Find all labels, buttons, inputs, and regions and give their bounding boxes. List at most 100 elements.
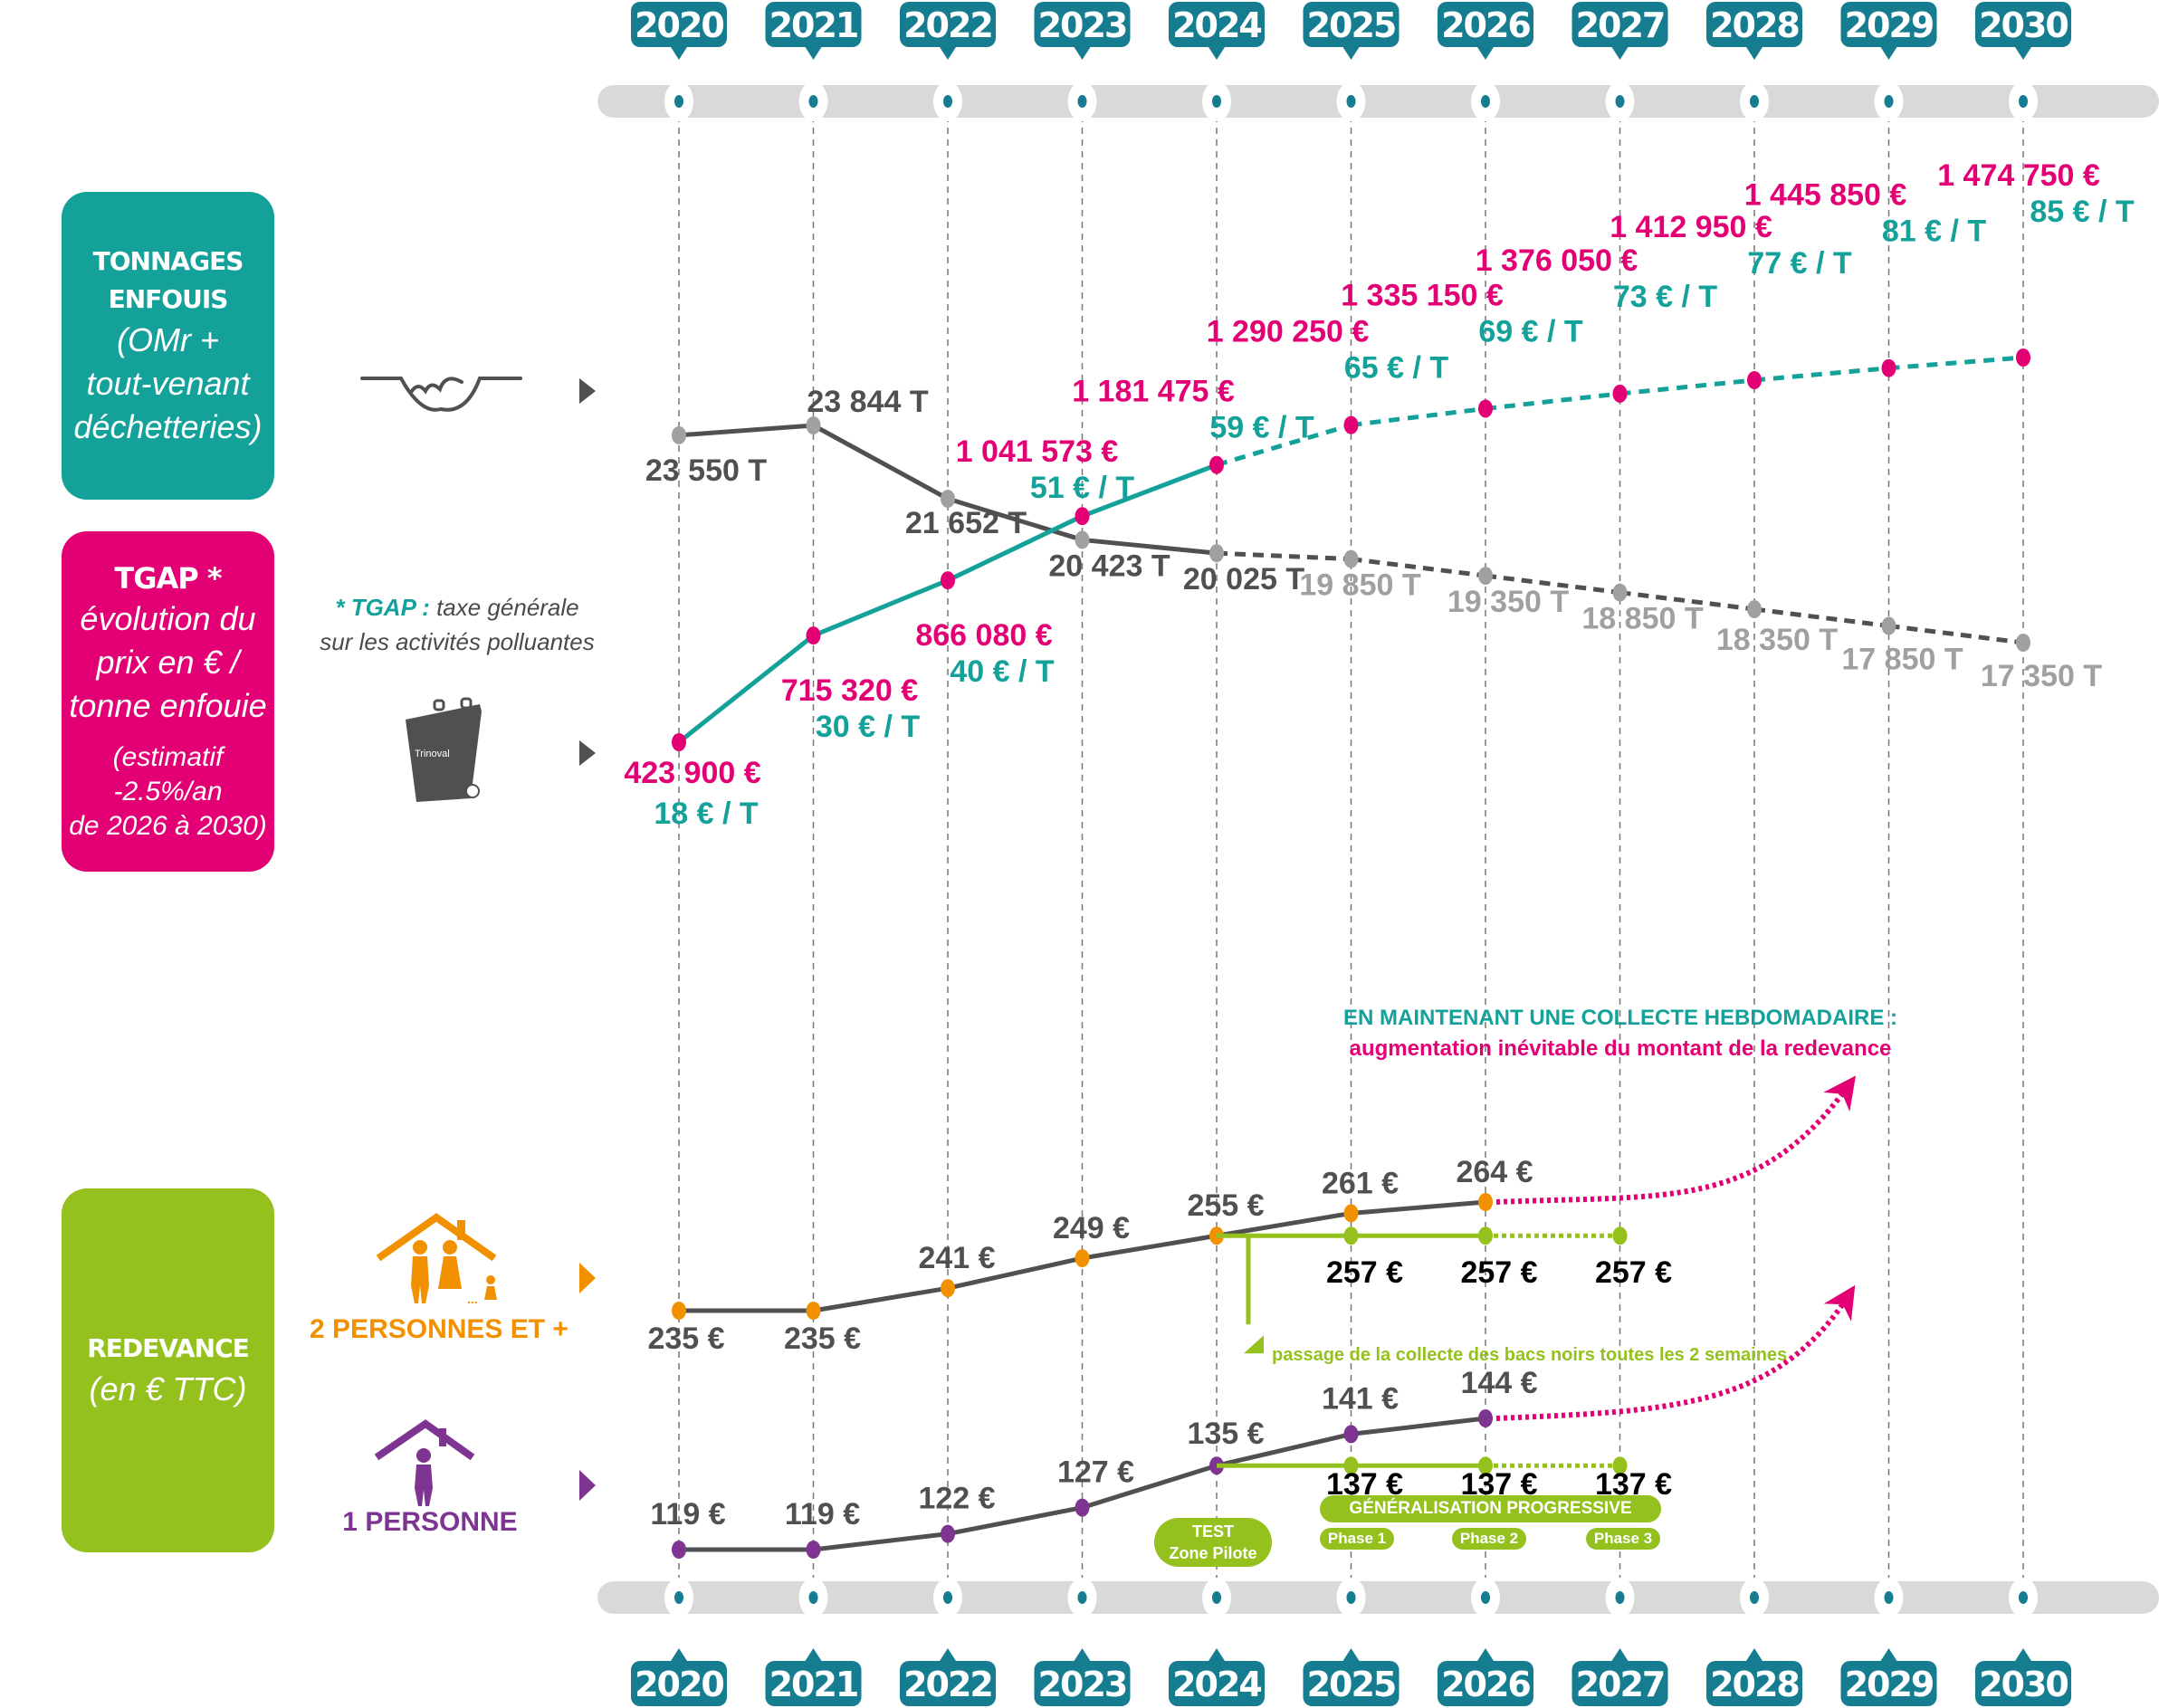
arrow-hh2-icon bbox=[579, 1263, 596, 1293]
redevance-hh1-label-2020: 119 € bbox=[650, 1497, 725, 1531]
year-tag-2021 bbox=[765, 2, 862, 47]
year-tag-pointer-2026 bbox=[1477, 47, 1494, 60]
tonnage-label-2025: 19 850 T bbox=[1299, 568, 1420, 603]
arrow-hh1-icon bbox=[579, 1470, 596, 1501]
generalisation-progressive-badge: GÉNÉRALISATION PROGRESSIVE bbox=[1320, 1495, 1661, 1522]
redevance-hh2-label-2022: 241 € bbox=[918, 1241, 995, 1275]
biweekly-branch-arrow-icon bbox=[1244, 1335, 1264, 1354]
redevance-hh2-biweekly-label-2026: 257 € bbox=[1460, 1255, 1537, 1290]
year-tag-2030 bbox=[1975, 1661, 2071, 1706]
tonnage-point-2023 bbox=[1075, 530, 1090, 549]
tgap-point-2024 bbox=[1209, 455, 1224, 474]
redevance-hh2-weekly-point-2020 bbox=[672, 1302, 686, 1320]
tgap-sub-2: prix en € / bbox=[96, 644, 240, 681]
test-label: TEST bbox=[1191, 1522, 1234, 1541]
redevance-hh2-biweekly-point-2026 bbox=[1478, 1226, 1493, 1245]
tgap-point-2022 bbox=[941, 571, 955, 590]
tgap-segment bbox=[1888, 355, 2024, 371]
tgap-rate-label-2023: 51 € / T bbox=[1030, 471, 1135, 505]
timeline-dot-2022 bbox=[943, 95, 952, 108]
tonnage-point-2028 bbox=[1747, 600, 1762, 619]
tgap-total-label-2022: 866 080 € bbox=[915, 618, 1052, 653]
tgap-segment bbox=[1216, 423, 1352, 468]
redevance-hh1-biweekly-point-2025 bbox=[1343, 1456, 1359, 1475]
tonnage-segment bbox=[812, 423, 950, 501]
tonnage-label-2028: 18 350 T bbox=[1716, 623, 1838, 657]
tgap-rate-label-2027: 73 € / T bbox=[1613, 280, 1718, 314]
tgap-note-2: -2.5%/an bbox=[113, 777, 223, 806]
year-tag-pointer-2027 bbox=[1611, 1648, 1629, 1661]
timeline-dot-2024 bbox=[1212, 95, 1221, 108]
landfill-icon bbox=[360, 377, 522, 412]
year-tag-2022 bbox=[900, 1661, 996, 1706]
year-tag-2022 bbox=[900, 2, 996, 47]
tonnage-segment bbox=[947, 496, 1084, 542]
year-tag-2028 bbox=[1706, 1661, 1802, 1706]
tonnage-label-2026: 19 350 T bbox=[1447, 585, 1569, 619]
year-tag-2023 bbox=[1034, 1661, 1131, 1706]
phase-1-badge: Phase 1 bbox=[1320, 1528, 1394, 1550]
family-house-icon: ... bbox=[376, 1213, 497, 1306]
year-label-2029: 2029 bbox=[1845, 1665, 1934, 1704]
year-tag-2020 bbox=[631, 1661, 727, 1706]
tgap-rate-label-2022: 40 € / T bbox=[950, 654, 1055, 689]
redevance-hh2-weekly-point-2023 bbox=[1075, 1249, 1090, 1268]
tgap-total-label-2028: 1 412 950 € bbox=[1610, 210, 1772, 244]
year-label-2030: 2030 bbox=[1979, 5, 2068, 45]
tgap-segment bbox=[812, 577, 949, 638]
year-tag-2026 bbox=[1438, 2, 1533, 47]
timeline-dot-2028 bbox=[1750, 95, 1759, 108]
timeline-dot-2023 bbox=[1077, 1591, 1087, 1604]
phase-3-badge: Phase 3 bbox=[1586, 1528, 1660, 1550]
tonnages-sub-2: tout-venant bbox=[86, 365, 250, 402]
timeline-dot-2024 bbox=[1212, 1591, 1221, 1604]
redevance-hh2-biweekly-point-2027 bbox=[1612, 1226, 1628, 1245]
redevance-hh1-label-2022: 122 € bbox=[918, 1482, 995, 1516]
timeline-dot-2021 bbox=[808, 1591, 818, 1604]
redevance-hh2-label-2021: 235 € bbox=[784, 1322, 861, 1356]
year-tag-pointer-2030 bbox=[2015, 1648, 2031, 1661]
tonnage-label-2024: 20 025 T bbox=[1183, 562, 1304, 596]
tgap-rate-label-2020: 18 € / T bbox=[654, 797, 759, 831]
timeline-dot-2027 bbox=[1615, 95, 1625, 108]
tgap-sub-1: évolution du bbox=[80, 600, 256, 637]
redevance-hh1-weekly-segment bbox=[1351, 1416, 1486, 1436]
tonnage-point-2029 bbox=[1881, 616, 1896, 635]
redevance-hh1-weekly-point-2022 bbox=[941, 1524, 955, 1543]
timeline-dot-2020 bbox=[674, 1591, 683, 1604]
redevance-hh1-weekly-point-2020 bbox=[672, 1541, 686, 1559]
year-tag-2029 bbox=[1840, 1661, 1937, 1706]
tonnages-title-1: TONNAGES bbox=[92, 246, 244, 276]
tgap-rate-label-2026: 69 € / T bbox=[1478, 314, 1583, 348]
tgap-note-key: * TGAP : bbox=[335, 594, 430, 621]
year-tag-pointer-2022 bbox=[940, 47, 956, 60]
year-tag-2029 bbox=[1840, 2, 1937, 47]
redevance-sub: (en € TTC) bbox=[89, 1370, 247, 1407]
tgap-title: TGAP * bbox=[114, 561, 222, 596]
year-tag-pointer-2029 bbox=[1880, 1648, 1897, 1661]
year-tag-pointer-2024 bbox=[1208, 1648, 1225, 1661]
zone-pilote-label: Zone Pilote bbox=[1169, 1544, 1257, 1562]
timeline-dot-2020 bbox=[674, 95, 683, 108]
redevance-hh2-weekly-segment bbox=[813, 1285, 949, 1313]
tgap-segment bbox=[946, 513, 1084, 583]
tgap-rate-label-2030: 85 € / T bbox=[2030, 195, 2135, 229]
weekly-increase-arrow-hh2 bbox=[1495, 1075, 1856, 1205]
tonnage-label-2023: 20 423 T bbox=[1048, 549, 1170, 583]
timeline-dot-2026 bbox=[1481, 95, 1490, 108]
year-label-2024: 2024 bbox=[1172, 1665, 1261, 1704]
year-label-2023: 2023 bbox=[1038, 5, 1127, 45]
year-tag-pointer-2030 bbox=[2015, 47, 2031, 60]
year-label-2020: 2020 bbox=[635, 5, 723, 45]
tgap-note-line-2: sur les activités polluantes bbox=[320, 628, 595, 655]
tgap-segment bbox=[1351, 406, 1486, 428]
weekly-increase-arrow-hh1 bbox=[1495, 1284, 1856, 1421]
redevance-hh2-label-2026: 264 € bbox=[1456, 1155, 1533, 1189]
single-person-house-icon bbox=[374, 1419, 475, 1506]
phase-2-badge: Phase 2 bbox=[1452, 1528, 1526, 1550]
tgap-total-label-2027: 1 376 050 € bbox=[1476, 243, 1638, 278]
category-tonnages: TONNAGES ENFOUIS (OMr + tout-venant déch… bbox=[62, 192, 274, 500]
redevance-hh2-weekly-point-2026 bbox=[1478, 1193, 1493, 1211]
redevance-hh2-weekly-segment bbox=[1351, 1199, 1486, 1216]
tonnage-segment bbox=[1082, 537, 1218, 556]
